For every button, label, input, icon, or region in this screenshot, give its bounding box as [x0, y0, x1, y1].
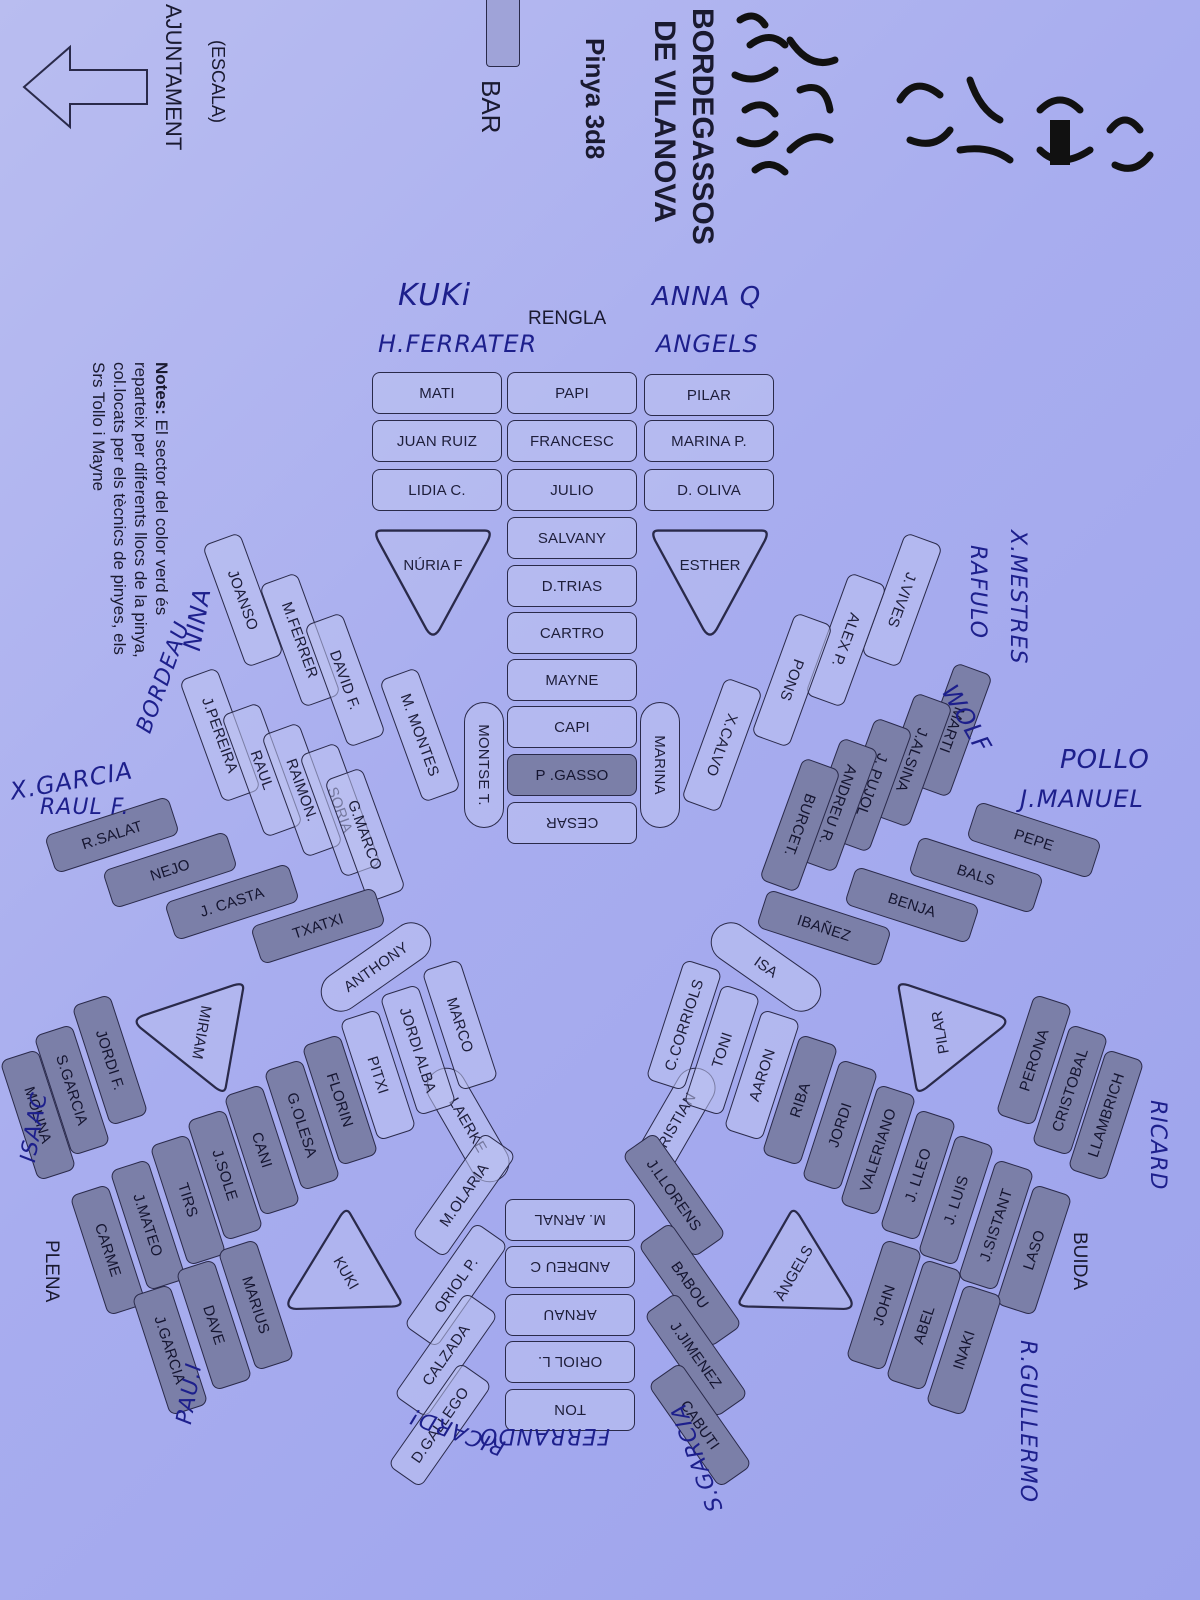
buida-label: BUIDA: [1069, 1232, 1090, 1291]
position-box: MARINA: [640, 702, 680, 828]
position-box: LIDIA C.: [372, 469, 502, 511]
position-box: M. ARNAL: [505, 1199, 635, 1241]
title-line1: BORDEGASSOS: [686, 8, 719, 245]
position-box: JULIO: [507, 469, 637, 511]
human-tower-logo-icon: [731, 12, 1154, 176]
handwritten-note: J.MANUEL: [1020, 785, 1144, 813]
triangle-position: KUKI: [249, 1195, 418, 1364]
position-box: CESAR: [507, 802, 637, 844]
ajuntament-label: AJUNTAMENT: [161, 4, 186, 151]
handwritten-note: RAFULO: [965, 545, 990, 639]
handwritten-note: ANGELS: [656, 330, 759, 358]
subtitle: Pinya 3d8: [580, 38, 610, 160]
triangle-position: ÀNGELS: [721, 1195, 890, 1364]
position-box: MARINA P.: [644, 420, 774, 462]
handwritten-note: R.GUILLERMO: [1015, 1340, 1040, 1503]
position-box: D. OLIVA: [644, 469, 774, 511]
handwritten-note: KUKi: [398, 278, 472, 313]
triangle-position: PILAR: [882, 958, 1026, 1102]
handwritten-note: H.FERRATER: [378, 330, 538, 358]
triangle-label: ESTHER: [679, 556, 741, 574]
position-box: JUAN RUIZ: [372, 420, 502, 462]
position-box: MATI: [372, 372, 502, 414]
notes-block: Notes: El sector del color verd és repar…: [88, 362, 172, 672]
position-box: M. MONTES: [378, 667, 462, 803]
position-box: CARTRO: [507, 612, 637, 654]
position-box: X.CALVO: [680, 677, 764, 813]
bar-label: BAR: [476, 80, 506, 134]
position-box: FRANCESC: [507, 420, 637, 462]
position-box: PILAR: [644, 374, 774, 416]
position-box: PAPI: [507, 372, 637, 414]
position-box: P .GASSO: [507, 754, 637, 796]
plena-label: PLENA: [41, 1240, 62, 1303]
position-box: SALVANY: [507, 517, 637, 559]
handwritten-note: POLLO: [1060, 745, 1150, 775]
handwritten-note: RICARD: [1145, 1100, 1170, 1191]
title-line2: DE VILANOVA: [648, 20, 681, 223]
position-box: ORIOL L.: [505, 1341, 635, 1383]
position-box: MONTSE T.: [464, 702, 504, 828]
rengla-label: RENGLA: [528, 308, 607, 329]
position-box: ARNAU: [505, 1294, 635, 1336]
position-box: ANDREU C: [505, 1246, 635, 1288]
triangle-position: NÚRIA F: [368, 515, 498, 645]
position-box: CAPI: [507, 706, 637, 748]
arrow-left-icon: [22, 44, 148, 130]
triangle-position: ESTHER: [645, 515, 775, 645]
escala-label: (ESCALA): [208, 40, 228, 124]
triangle-position: MIRIAM: [116, 958, 260, 1102]
position-box: D.TRIAS: [507, 565, 637, 607]
triangle-label: NÚRIA F: [403, 556, 463, 574]
handwritten-note: RAUL F.: [40, 795, 130, 820]
bar-rectangle: [486, 0, 520, 67]
handwritten-note: X.MESTRES: [1005, 530, 1030, 665]
handwritten-note: ANNA Q: [652, 282, 762, 312]
notes-heading: Notes:: [152, 362, 171, 415]
position-box: MAYNE: [507, 659, 637, 701]
